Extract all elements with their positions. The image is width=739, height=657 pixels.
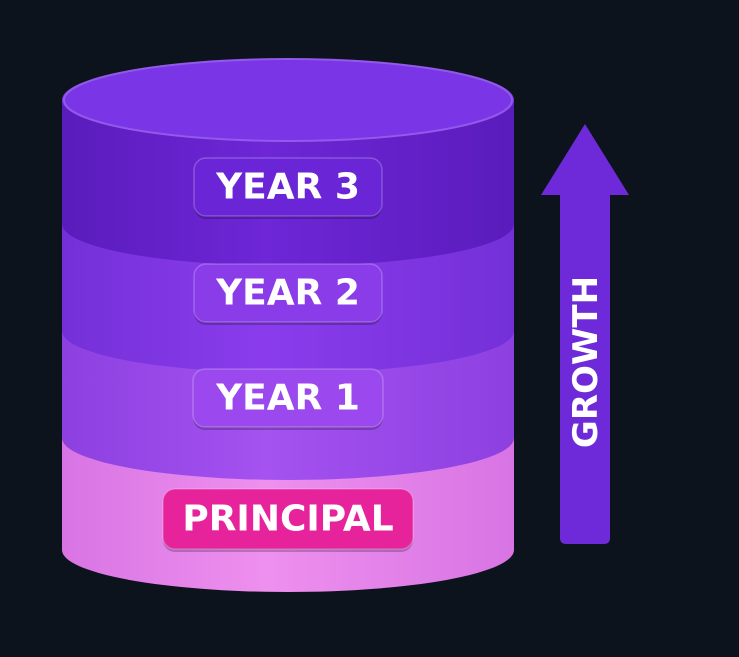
pill-principal-bg: [162, 488, 414, 550]
label-year3: YEAR 3: [215, 167, 360, 208]
growth-arrow: GROWTH: [541, 124, 629, 544]
growth-arrow-label: GROWTH: [566, 276, 606, 448]
label-year1: YEAR 1: [215, 378, 360, 419]
pill-year1-bg: [192, 368, 384, 428]
layer-year3-top: [62, 58, 514, 142]
pill-year3-bg: [193, 157, 383, 217]
pill-year2-bg: [193, 263, 383, 323]
stacked-cylinder: PRINCIPAL YEAR 1 YEAR 2 YEAR 3: [62, 58, 514, 592]
label-principal: PRINCIPAL: [182, 499, 393, 540]
growth-arrow-icon: [541, 124, 629, 544]
pill-year3: YEAR 3: [193, 157, 383, 219]
pill-year1: YEAR 1: [192, 368, 384, 430]
pill-year2: YEAR 2: [193, 263, 383, 325]
pill-principal: PRINCIPAL: [162, 488, 414, 552]
label-year2: YEAR 2: [215, 273, 360, 314]
layer-year3-rim: [63, 58, 513, 142]
